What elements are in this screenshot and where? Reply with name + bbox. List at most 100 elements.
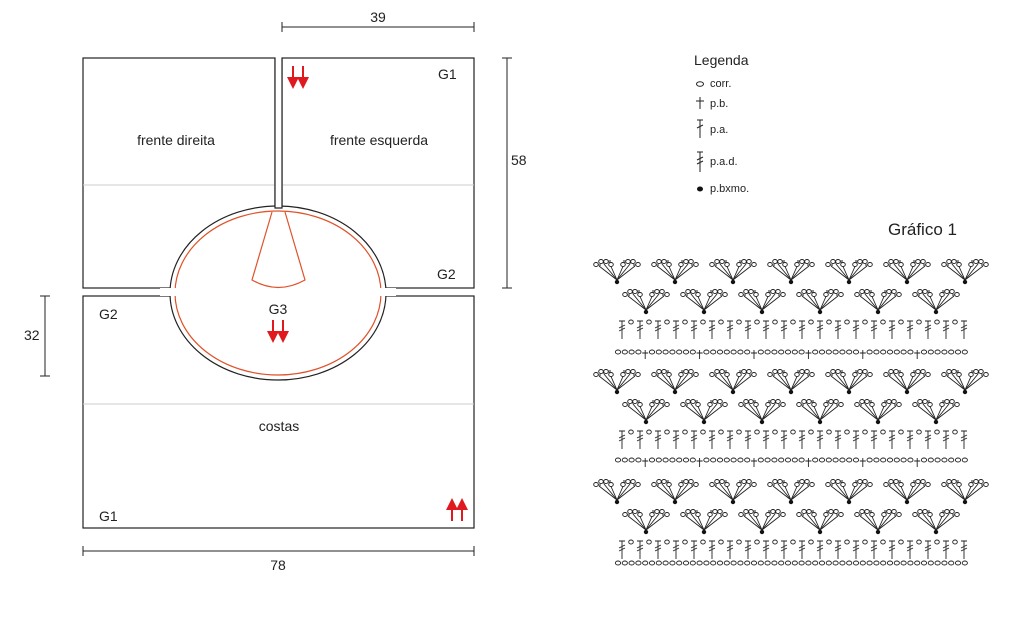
chain-mark <box>738 402 744 407</box>
chain-mark <box>934 457 941 463</box>
chain-mark <box>832 560 839 566</box>
chain-mark <box>944 399 950 404</box>
chain-mark <box>682 349 690 355</box>
chain-mark <box>625 479 631 484</box>
chain-mark <box>799 369 805 374</box>
chain-mark <box>934 539 940 545</box>
chain-mark <box>770 399 776 404</box>
chain-mark <box>873 349 880 355</box>
chain-mark <box>593 262 599 267</box>
chain-mark <box>983 262 989 267</box>
treble-stitch-mark <box>654 430 662 449</box>
chain-mark <box>951 369 957 374</box>
chain-mark <box>782 262 788 267</box>
chain-mark <box>862 259 868 264</box>
chain-mark <box>630 479 636 484</box>
treble-stitch-mark <box>834 540 842 559</box>
treble-stitch-mark <box>924 320 932 339</box>
chain-mark <box>690 399 696 404</box>
chain-mark <box>798 560 805 566</box>
chain-mark <box>888 369 894 374</box>
chain-mark <box>664 292 670 297</box>
chain-mark <box>628 539 634 545</box>
chain-mark <box>685 399 691 404</box>
chain-mark <box>910 372 916 377</box>
slip-stitch-mark <box>875 309 881 315</box>
treble-stitch-mark <box>960 540 968 559</box>
treble-stitch-mark <box>726 320 734 339</box>
chain-mark <box>922 509 928 514</box>
chain-mark <box>656 479 662 484</box>
chain-mark <box>952 429 958 435</box>
slip-stitch-mark <box>701 419 707 425</box>
chain-mark <box>717 289 723 294</box>
single-crochet-mark <box>859 458 866 467</box>
chain-mark <box>680 292 686 297</box>
chain-mark <box>765 512 771 517</box>
chain-mark <box>791 349 798 355</box>
legend-item: corr. <box>710 78 731 90</box>
chain-mark <box>716 349 724 355</box>
chain-mark <box>915 479 921 484</box>
chain-mark <box>883 262 889 267</box>
label-g1-top: G1 <box>438 66 457 82</box>
chain-mark <box>811 292 817 297</box>
chain-mark <box>628 560 635 566</box>
chain-mark <box>867 262 873 267</box>
slip-stitch-mark <box>904 499 910 505</box>
chain-mark <box>840 372 846 377</box>
chain-mark <box>767 482 773 487</box>
chain-mark <box>948 560 955 566</box>
chain-mark <box>949 289 955 294</box>
chain-mark <box>712 399 718 404</box>
chain-mark <box>968 262 974 267</box>
chain-mark <box>808 429 814 435</box>
chain-mark <box>764 457 771 463</box>
chain-mark <box>772 319 778 325</box>
chain-mark <box>898 429 904 435</box>
chain-mark <box>934 349 941 355</box>
treble-stitch-mark <box>834 320 842 339</box>
chain-mark <box>743 509 749 514</box>
chain-mark <box>978 369 984 374</box>
chain-mark <box>661 479 667 484</box>
chain-mark <box>632 399 638 404</box>
chain-mark <box>946 369 952 374</box>
chain-mark <box>825 560 832 566</box>
chain-mark <box>915 369 921 374</box>
chain-mark <box>710 560 717 566</box>
chain-mark <box>915 259 921 264</box>
chain-mark <box>893 479 899 484</box>
chain-mark <box>825 262 831 267</box>
treble-stitch-mark <box>762 540 770 559</box>
chain-mark <box>736 319 742 325</box>
chain-mark <box>723 349 730 355</box>
chain-mark <box>910 262 916 267</box>
chain-mark <box>907 349 914 355</box>
chain-mark <box>941 262 947 267</box>
chain-mark <box>832 349 839 355</box>
chain-mark <box>748 509 754 514</box>
chain-mark <box>794 372 800 377</box>
chain-mark <box>662 349 669 355</box>
chain-mark <box>844 539 850 545</box>
chain-mark <box>898 539 904 545</box>
chain-mark <box>738 512 744 517</box>
chain-mark <box>689 560 696 566</box>
chain-mark <box>934 319 940 325</box>
chain-mark <box>724 482 730 487</box>
chain-mark <box>844 429 850 435</box>
chain-mark <box>790 539 796 545</box>
chain-mark <box>659 399 665 404</box>
chain-mark <box>765 292 771 297</box>
chain-mark <box>690 289 696 294</box>
single-crochet-mark <box>751 458 757 467</box>
chain-mark <box>632 289 638 294</box>
treble-stitch-mark <box>924 430 932 449</box>
chain-mark <box>791 560 798 566</box>
chain-mark <box>736 429 742 435</box>
stitch-chart <box>593 259 989 566</box>
chain-mark <box>695 292 701 297</box>
chain-mark <box>791 457 798 463</box>
chain-mark <box>838 402 844 407</box>
